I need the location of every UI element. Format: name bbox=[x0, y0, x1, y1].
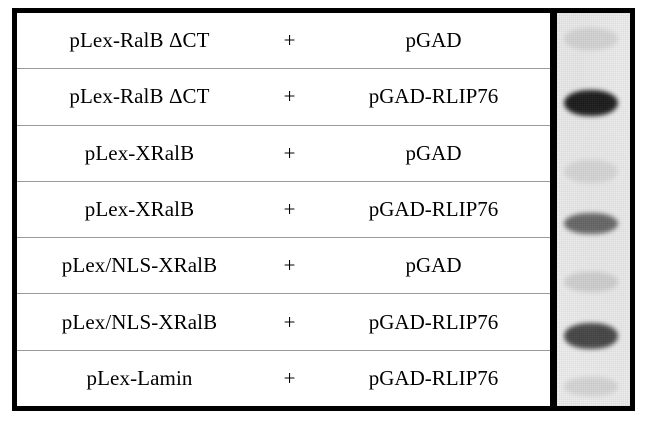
table-row: pLex-XRalB + pGAD-RLIP76 bbox=[17, 182, 550, 239]
bait-label: pLex-XRalB bbox=[84, 196, 195, 221]
blot-separator bbox=[550, 13, 557, 406]
operator-symbol: + bbox=[283, 309, 296, 334]
operator-symbol: + bbox=[283, 84, 296, 109]
operator-symbol: + bbox=[283, 196, 296, 221]
operator-symbol: + bbox=[283, 365, 296, 390]
operator-symbol: + bbox=[283, 28, 296, 53]
bait-label: pLex-XRalB bbox=[84, 140, 195, 165]
blot-band-1 bbox=[563, 27, 618, 50]
bait-label: pLex/NLS-XRalB bbox=[61, 253, 218, 278]
table-row: pLex-RalB ΔCT + pGAD-RLIP76 bbox=[17, 69, 550, 126]
prey-label: pGAD-RLIP76 bbox=[368, 365, 499, 390]
prey-label: pGAD bbox=[405, 140, 462, 165]
operator-symbol: + bbox=[283, 140, 296, 165]
table-row: pLex/NLS-XRalB + pGAD-RLIP76 bbox=[17, 294, 550, 351]
table-row: pLex-RalB ΔCT + pGAD bbox=[17, 13, 550, 70]
bait-label: pLex-RalB ΔCT bbox=[69, 84, 210, 109]
prey-label: pGAD bbox=[405, 28, 462, 53]
bait-label: pLex/NLS-XRalB bbox=[61, 309, 218, 334]
blot-band-5 bbox=[563, 272, 618, 293]
operator-symbol: + bbox=[283, 253, 296, 278]
blot-band-3 bbox=[563, 160, 618, 184]
blot-band-7 bbox=[563, 376, 618, 397]
prey-label: pGAD bbox=[405, 253, 462, 278]
interaction-table: pLex-RalB ΔCT + pGAD pLex-RalB ΔCT + pGA… bbox=[17, 13, 550, 406]
table-row: pLex-Lamin + pGAD-RLIP76 bbox=[17, 351, 550, 406]
prey-label: pGAD-RLIP76 bbox=[368, 84, 499, 109]
prey-label: pGAD-RLIP76 bbox=[368, 309, 499, 334]
bait-label: pLex-RalB ΔCT bbox=[69, 28, 210, 53]
table-row: pLex/NLS-XRalB + pGAD bbox=[17, 238, 550, 295]
blot-band-6 bbox=[563, 323, 618, 349]
blot-band-2 bbox=[563, 89, 618, 116]
blot-strip bbox=[557, 13, 630, 406]
table-row: pLex-XRalB + pGAD bbox=[17, 126, 550, 182]
blot-band-4 bbox=[563, 213, 618, 234]
prey-label: pGAD-RLIP76 bbox=[368, 196, 499, 221]
panel-frame: pLex-RalB ΔCT + pGAD pLex-RalB ΔCT + pGA… bbox=[12, 8, 635, 411]
bait-label: pLex-Lamin bbox=[86, 365, 193, 390]
